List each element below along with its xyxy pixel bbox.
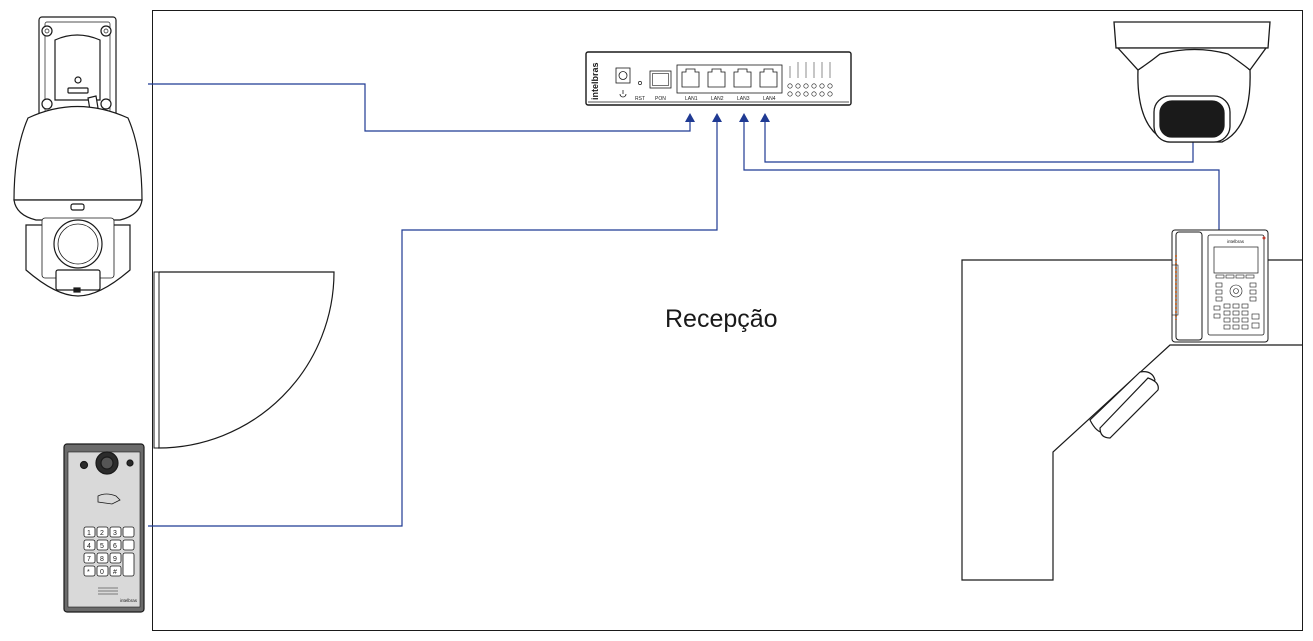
key-star: *: [87, 569, 90, 576]
reset-button: [638, 81, 642, 85]
key-7: 7: [87, 556, 91, 563]
video-intercom: 1 2 3 4 5 6 7 8 9 * 0 # intelbras: [63, 443, 145, 613]
reception-desk: [961, 259, 1302, 581]
key-3: 3: [113, 530, 117, 537]
speaker-grille: [98, 587, 118, 595]
door: [153, 271, 335, 449]
key-0: 0: [100, 569, 104, 576]
router-brand: intelbras: [590, 62, 600, 100]
ptz-camera: [13, 16, 143, 297]
pon-port: [649, 70, 672, 89]
key-4: 4: [87, 543, 91, 550]
chair: [1089, 371, 1159, 439]
cable-phone-to-lan3: [743, 120, 1220, 230]
dome-camera: [1113, 21, 1271, 143]
phone-display: [1213, 246, 1259, 274]
key-6: 6: [113, 543, 117, 550]
cable-ptz-to-lan1: [148, 83, 691, 132]
intercom-brand: intelbras: [120, 598, 138, 603]
arrow-lan2: [712, 113, 722, 122]
status-leds: [787, 83, 833, 97]
cable-intercom-to-lan2: [148, 120, 718, 527]
cable-dome-to-lan4: [764, 120, 1194, 163]
rst-label: RST: [635, 96, 645, 102]
lan3-port: [733, 68, 752, 88]
ont-router: intelbras RST PON LAN1 LAN2 LAN3: [585, 51, 852, 106]
key-hash: #: [113, 569, 117, 576]
key-2: 2: [100, 530, 104, 537]
lan2-label: LAN2: [711, 96, 724, 102]
lan2-port: [707, 68, 726, 88]
lan4-label: LAN4: [763, 96, 776, 102]
ip-phone: intelbras: [1171, 229, 1269, 343]
power-icon: [619, 90, 627, 98]
arrow-lan3: [739, 113, 749, 122]
lan1-port: [681, 68, 700, 88]
arrow-lan4: [760, 113, 770, 122]
key-9: 9: [113, 556, 117, 563]
lan3-label: LAN3: [737, 96, 750, 102]
network-cables: [148, 83, 1220, 527]
power-port: [615, 67, 631, 84]
phone-brand: intelbras: [1227, 239, 1245, 244]
pon-label: PON: [655, 96, 666, 102]
room-label: Recepção: [665, 305, 778, 333]
intercom-keypad: [83, 526, 135, 577]
lan4-port: [759, 68, 778, 88]
arrow-lan1: [685, 113, 695, 122]
room-outline: [152, 10, 1303, 631]
key-8: 8: [100, 556, 104, 563]
lan1-label: LAN1: [685, 96, 698, 102]
key-1: 1: [87, 530, 91, 537]
key-5: 5: [100, 543, 104, 550]
